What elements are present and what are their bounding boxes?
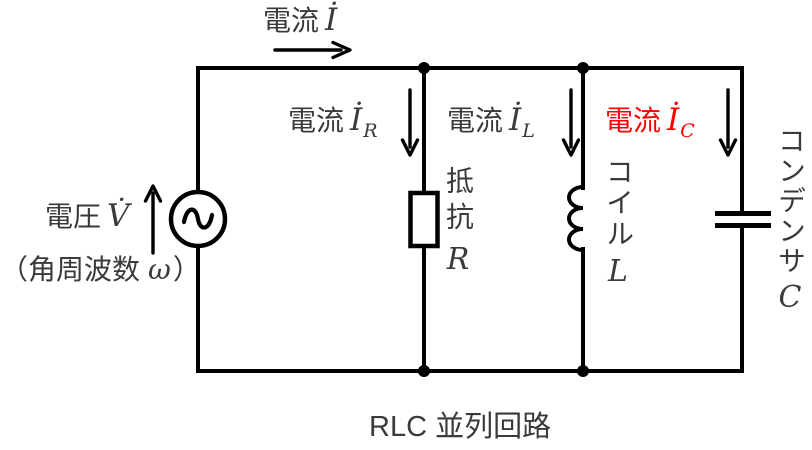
label-current-l-prefix: 電流 — [447, 105, 504, 136]
node-dot — [577, 365, 589, 377]
node-dot — [418, 62, 430, 74]
label-current-r-sub: R — [363, 120, 378, 142]
arrow-current-l-down — [561, 88, 581, 157]
label-current-c-symbol: İ — [667, 102, 680, 138]
label-current-l-symbol: İ — [509, 102, 522, 138]
label-resistor-symbol: R — [446, 242, 470, 277]
label-current-r-prefix: 電流 — [288, 105, 345, 136]
wire-bottom-left — [196, 244, 744, 373]
label-capacitor-symbol: C — [778, 280, 802, 315]
label-inductor-symbol: L — [608, 254, 628, 289]
node-dot — [418, 365, 430, 377]
label-current-l-sub: L — [522, 120, 535, 142]
ac-sine-icon — [181, 207, 215, 230]
label-resistor-name: 抵抗 — [443, 166, 474, 238]
resistor-icon — [408, 190, 440, 249]
label-total-current-prefix: 電流 — [263, 5, 320, 36]
label-inductor-name: コイル — [603, 157, 634, 250]
label-angular-frequency-close: ） — [172, 254, 201, 285]
label-current-c-prefix: 電流 — [605, 105, 662, 136]
inductor-icon — [567, 185, 584, 252]
label-capacitor-name: コンデンサ — [775, 126, 806, 276]
label-voltage-symbol: V̇ — [107, 198, 130, 234]
label-current-c-sub: C — [680, 120, 695, 142]
label-angular-frequency-open: （角周波数 — [0, 254, 141, 285]
arrow-voltage-up — [143, 184, 163, 255]
wire-top-left — [196, 66, 744, 194]
arrow-current-c-down — [718, 88, 738, 157]
label-capacitor: コンデンサ C — [775, 126, 806, 315]
label-total-current-symbol: İ — [325, 2, 338, 38]
label-voltage-prefix: 電圧 — [45, 201, 102, 232]
arrow-total-current-right — [273, 40, 352, 60]
label-current-r-symbol: İ — [350, 102, 363, 138]
arrow-current-r-down — [400, 88, 420, 157]
label-resistor: 抵抗 R — [443, 166, 474, 277]
node-dot — [577, 62, 589, 74]
label-inductor: コイル L — [603, 157, 634, 289]
label-angular-frequency-symbol: ω — [148, 253, 171, 286]
diagram-title: RLC 並列回路 — [366, 403, 554, 450]
